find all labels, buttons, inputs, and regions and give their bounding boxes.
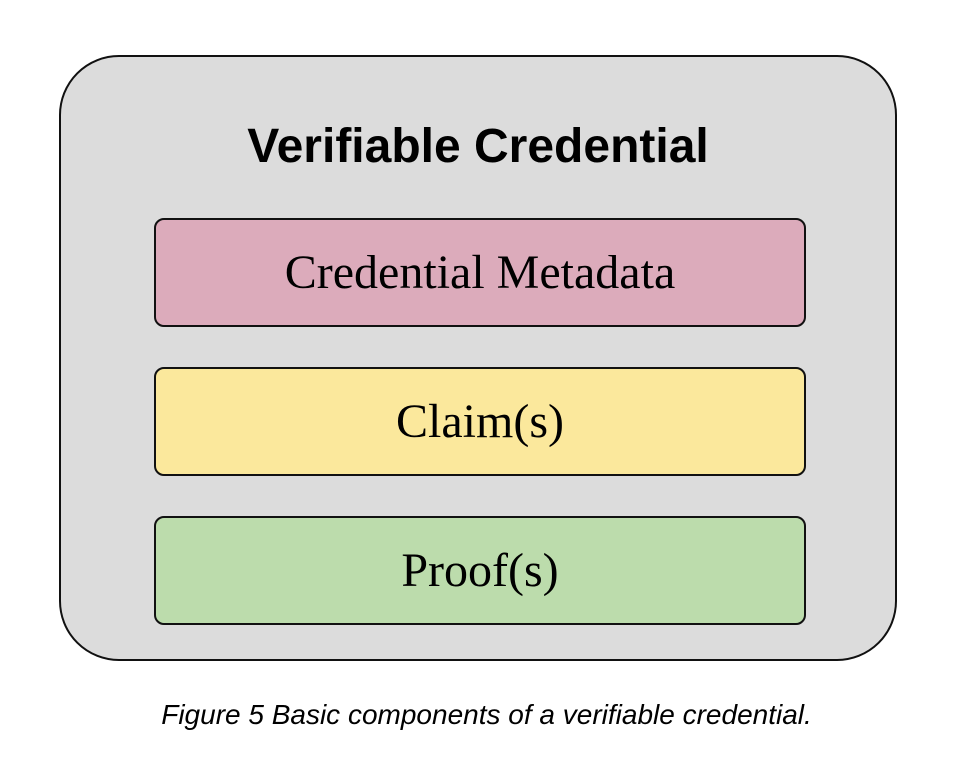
- credential-metadata-box: Credential Metadata: [154, 218, 806, 327]
- claims-box: Claim(s): [154, 367, 806, 476]
- proofs-box: Proof(s): [154, 516, 806, 625]
- verifiable-credential-container: Verifiable Credential Credential Metadat…: [59, 55, 897, 661]
- figure-caption: Figure 5 Basic components of a verifiabl…: [161, 699, 812, 730]
- diagram-title: Verifiable Credential: [247, 120, 709, 173]
